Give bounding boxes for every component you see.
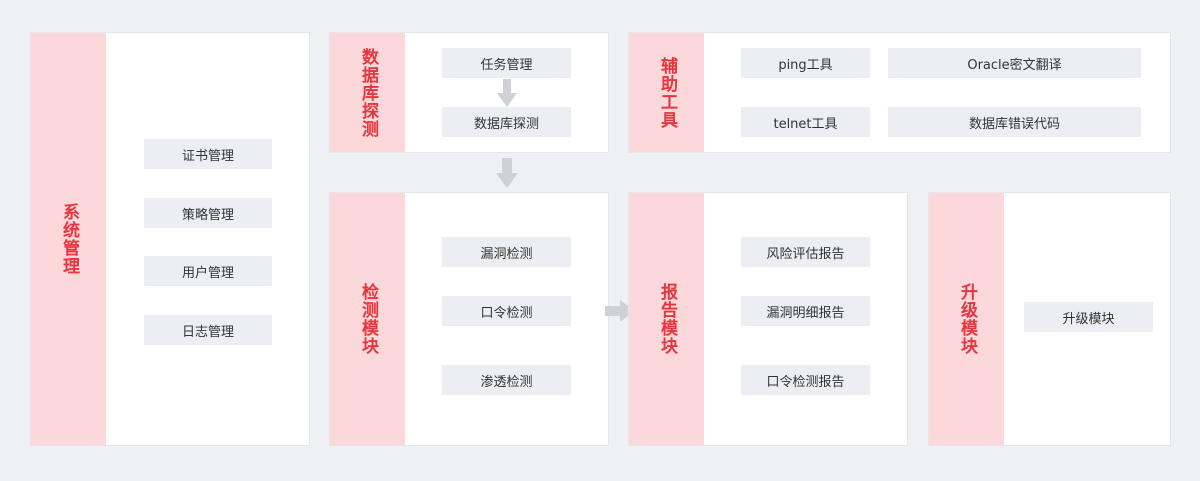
cert-management-item[interactable]: 证书管理 xyxy=(144,139,272,169)
upgrade-module-panel: 升级模块 升级模块 xyxy=(928,192,1171,446)
system-management-title: 系统管理 xyxy=(59,203,79,275)
down-arrow-icon xyxy=(497,79,517,107)
db-probe-item[interactable]: 数据库探测 xyxy=(442,107,571,137)
db-error-code-item[interactable]: 数据库错误代码 xyxy=(888,107,1141,137)
right-arrow-icon xyxy=(605,300,635,322)
detect-module-header: 检测模块 xyxy=(330,193,405,445)
oracle-cipher-translate-item[interactable]: Oracle密文翻译 xyxy=(888,48,1141,78)
aux-tools-header: 辅助工具 xyxy=(629,33,704,152)
ping-tool-item[interactable]: ping工具 xyxy=(741,48,870,78)
penetration-detect-item[interactable]: 渗透检测 xyxy=(442,365,571,395)
db-probe-header: 数据库探测 xyxy=(330,33,405,152)
report-module-panel: 报告模块 风险评估报告 漏洞明细报告 口令检测报告 xyxy=(628,192,908,446)
policy-management-item[interactable]: 策略管理 xyxy=(144,198,272,228)
upgrade-module-item[interactable]: 升级模块 xyxy=(1024,302,1153,332)
report-module-header: 报告模块 xyxy=(629,193,704,445)
telnet-tool-item[interactable]: telnet工具 xyxy=(741,107,870,137)
upgrade-module-title: 升级模块 xyxy=(957,283,977,355)
log-management-item[interactable]: 日志管理 xyxy=(144,315,272,345)
vuln-detail-report-item[interactable]: 漏洞明细报告 xyxy=(741,296,870,326)
db-probe-title: 数据库探测 xyxy=(358,47,378,138)
task-management-item[interactable]: 任务管理 xyxy=(442,48,571,78)
aux-tools-panel: 辅助工具 ping工具 Oracle密文翻译 telnet工具 数据库错误代码 xyxy=(628,32,1171,153)
detect-module-panel: 检测模块 漏洞检测 口令检测 渗透检测 xyxy=(329,192,609,446)
password-detect-item[interactable]: 口令检测 xyxy=(442,296,571,326)
db-probe-panel: 数据库探测 任务管理 数据库探测 xyxy=(329,32,609,153)
report-module-title: 报告模块 xyxy=(657,283,677,355)
upgrade-module-header: 升级模块 xyxy=(929,193,1004,445)
aux-tools-title: 辅助工具 xyxy=(657,56,677,129)
risk-assessment-report-item[interactable]: 风险评估报告 xyxy=(741,237,870,267)
system-management-header: 系统管理 xyxy=(31,33,106,445)
system-management-panel: 系统管理 证书管理 策略管理 用户管理 日志管理 xyxy=(30,32,310,446)
detect-module-title: 检测模块 xyxy=(358,283,378,355)
vuln-detect-item[interactable]: 漏洞检测 xyxy=(442,237,571,267)
password-detect-report-item[interactable]: 口令检测报告 xyxy=(741,365,870,395)
down-arrow-icon xyxy=(496,158,518,188)
user-management-item[interactable]: 用户管理 xyxy=(144,256,272,286)
